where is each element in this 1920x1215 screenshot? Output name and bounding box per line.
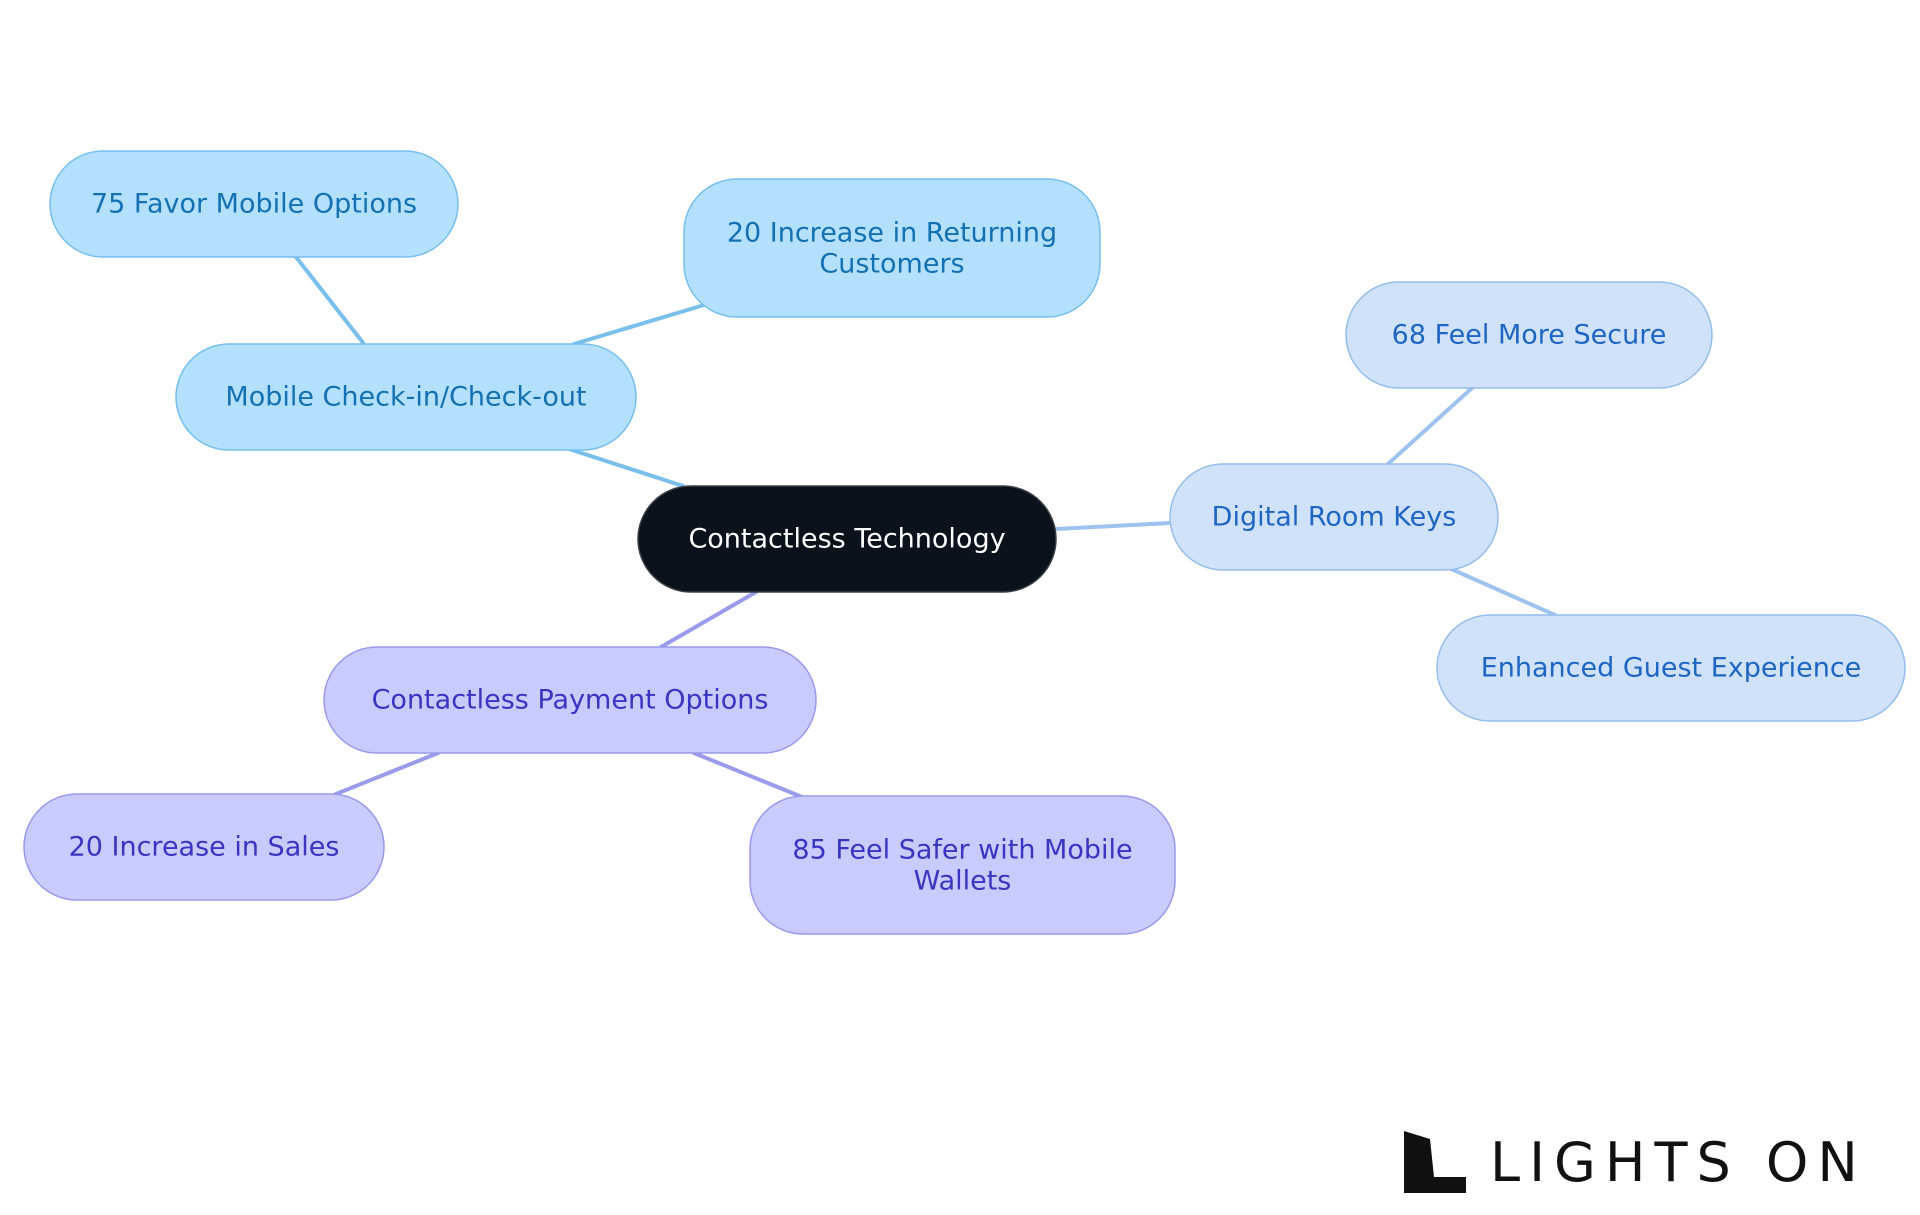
node-mobile: Mobile Check-in/Check-out [175,343,637,451]
edge-payment-sales [334,751,440,796]
node-guest-label: Enhanced Guest Experience [1481,653,1862,684]
node-root-box [637,485,1057,593]
node-secure-box [1345,281,1713,389]
node-secure-label: 68 Feel More Secure [1392,320,1667,351]
edge-mobile-favor [294,255,366,346]
edge-keys-guest [1447,566,1557,617]
node-sales: 20 Increase in Sales [23,793,385,901]
node-wallets-box [749,795,1176,935]
node-mobile-box [175,343,637,451]
node-payment: Contactless Payment Options [323,646,817,754]
mindmap-edges [294,255,1557,799]
node-payment-box [323,646,817,754]
node-secure: 68 Feel More Secure [1345,281,1713,389]
node-favor-label: 75 Favor Mobile Options [91,189,417,220]
node-favor-box [49,150,459,258]
node-returning-box [683,178,1101,318]
node-keys-box [1169,463,1499,571]
edge-keys-secure [1386,386,1474,466]
mindmap-nodes: Contactless Technology Mobile Check-in/Ch… [23,150,1906,935]
edge-root-payment [659,590,758,649]
node-sales-box [23,793,385,901]
node-keys: Digital Room Keys [1169,463,1499,571]
edge-payment-wallets [692,751,804,799]
lights-on-logo-icon [1404,1131,1466,1193]
brand-logo: LIGHTS ON [1404,1131,1858,1195]
node-sales-label: 20 Increase in Sales [69,832,340,863]
node-guest: Enhanced Guest Experience [1436,614,1906,722]
brand-name: LIGHTS ON [1490,1131,1867,1194]
node-root-label: Contactless Technology [688,524,1005,555]
node-payment-label: Contactless Payment Options [372,685,769,716]
node-keys-label: Digital Room Keys [1212,502,1457,533]
node-mobile-label: Mobile Check-in/Check-out [225,382,586,413]
edge-root-mobile [564,446,685,488]
node-root: Contactless Technology [637,485,1057,593]
edge-mobile-returning [572,303,706,346]
edge-root-keys [1054,521,1172,531]
node-favor: 75 Favor Mobile Options [49,150,459,258]
node-guest-box [1436,614,1906,722]
